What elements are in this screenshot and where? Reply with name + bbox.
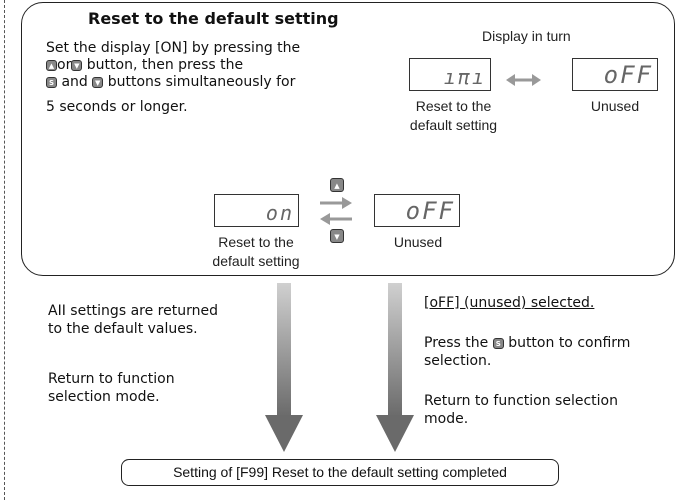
panel-title: Reset to the default setting xyxy=(88,9,339,28)
press-s-line-1: Press the S button to confirm xyxy=(424,335,631,351)
left-dashed-margin-line xyxy=(4,0,5,500)
reset-panel xyxy=(21,2,675,276)
s-button-icon: S xyxy=(46,77,57,88)
down-button-icon: ▼ xyxy=(330,229,344,243)
right-down-arrow xyxy=(376,283,414,452)
display-off-top-label: Unused xyxy=(590,98,640,114)
display-reset-top: ıπı xyxy=(409,58,491,91)
display-on-bottom: on xyxy=(214,194,299,227)
segment-text: on xyxy=(265,201,294,225)
switch-right-arrow xyxy=(320,197,352,209)
left-down-arrow xyxy=(265,283,303,452)
return-line-2: selection mode. xyxy=(48,389,160,405)
return-right-line-1: Return to function selection xyxy=(424,393,618,409)
completion-box: Setting of [F99] Reset to the default se… xyxy=(121,459,559,486)
display-off-bottom-label: Unused xyxy=(393,234,443,250)
press-s-line-2: selection. xyxy=(424,353,492,369)
instruction-line-4: 5 seconds or longer. xyxy=(46,99,188,115)
instruction-line-2: ▲or▼ button, then press the xyxy=(46,57,243,74)
switch-left-arrow xyxy=(320,213,352,225)
s-button-icon: S xyxy=(492,338,504,349)
return-right-line-2: mode. xyxy=(424,411,469,427)
all-settings-line-1: AII settings are returned xyxy=(48,303,218,319)
display-off-top: oFF xyxy=(572,58,658,91)
down-button-icon: ▼ xyxy=(92,77,104,88)
display-in-turn-label: Display in turn xyxy=(482,28,571,44)
segment-text: oFF xyxy=(405,197,455,225)
down-button-icon: ▼ xyxy=(71,60,83,71)
instruction-line-1: Set the display [ON] by pressing the xyxy=(46,40,301,56)
segment-text: ıπı xyxy=(443,65,486,89)
return-line-1: Return to function xyxy=(48,371,175,387)
display-on-bottom-label: Reset to the default setting xyxy=(212,234,300,269)
off-selected-text: [oFF] (unused) selected. xyxy=(424,295,595,311)
instruction-line-3: S and ▼ buttons simultaneously for xyxy=(46,74,295,91)
segment-text: oFF xyxy=(603,61,653,89)
display-off-bottom: oFF xyxy=(374,194,460,227)
up-button-icon: ▲ xyxy=(46,60,57,71)
up-button-icon: ▲ xyxy=(330,178,344,192)
alternate-double-arrow xyxy=(506,74,541,86)
all-settings-line-2: to the default values. xyxy=(48,321,198,337)
display-reset-top-label: Reset to the default setting xyxy=(409,98,498,133)
